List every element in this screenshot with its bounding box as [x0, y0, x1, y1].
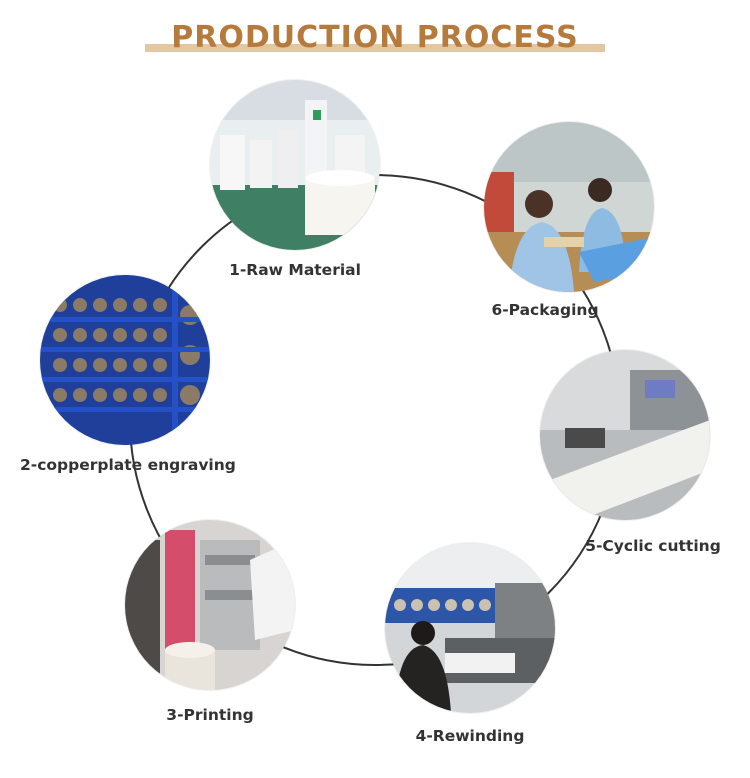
step-5-label: 5-Cyclic cutting	[585, 537, 721, 555]
step-1-photo	[210, 80, 380, 250]
step-3-photo	[125, 520, 295, 690]
rewinding-machine-operator-photo	[385, 543, 555, 713]
printing-machine-photo	[125, 520, 295, 690]
step-4-label: 4-Rewinding	[415, 727, 525, 745]
step-5-photo	[540, 350, 710, 520]
warehouse-paper-rolls-photo	[210, 80, 380, 250]
workers-packaging-photo	[484, 122, 654, 292]
copperplate-cylinders-rack-photo	[40, 275, 210, 445]
step-2-label: 2-copperplate engraving	[20, 456, 236, 474]
cutting-machine-photo	[540, 350, 710, 520]
page-title: PRODUCTION PROCESS	[171, 20, 579, 55]
step-4-photo	[385, 543, 555, 713]
step-1-label: 1-Raw Material	[229, 261, 361, 279]
step-2-photo	[40, 275, 210, 445]
step-6-photo	[484, 122, 654, 292]
step-3-label: 3-Printing	[166, 706, 254, 724]
title-underline-bar	[145, 44, 605, 52]
step-6-label: 6-Packaging	[491, 301, 599, 319]
